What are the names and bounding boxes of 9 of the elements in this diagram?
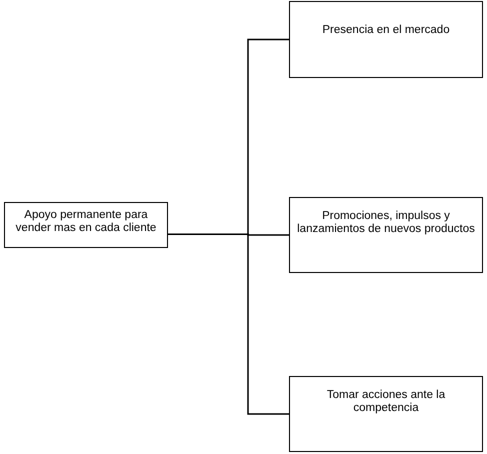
text-box (289, 197, 483, 273)
connector-line (168, 233, 289, 415)
text-box (4, 202, 168, 248)
text-box (289, 1, 483, 78)
box-text: Promociones, impulsos y lanzamientos de nuevos productos (296, 210, 476, 237)
box-text: Tomar acciones ante la competencia (326, 389, 446, 416)
text-box (289, 376, 483, 452)
box-text: Presencia en el mercado (322, 24, 450, 38)
box-text: Apoyo permanente para vender mas en cada cliente (14, 209, 158, 236)
